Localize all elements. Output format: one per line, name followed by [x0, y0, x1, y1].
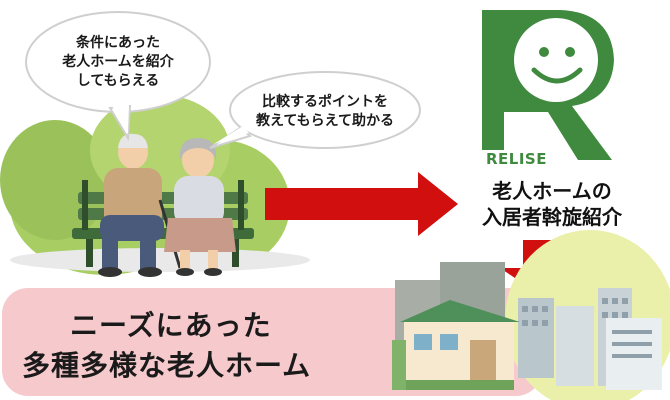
speech-bubble-right: [209, 71, 421, 149]
service-caption-line: 入居者斡旋紹介: [482, 205, 622, 229]
service-caption-line: 老人ホームの: [492, 179, 612, 203]
elderly-woman-illustration: [164, 138, 236, 276]
bubble-left-line: してもらえる: [76, 73, 160, 89]
bubble-right-line: 教えてもらえて助かる: [256, 113, 394, 129]
bubble-left-text: 条件にあった 老人ホームを紹介 してもらえる: [38, 34, 198, 91]
arrow-right: [265, 172, 458, 236]
bubble-left-line: 老人ホームを紹介: [62, 54, 174, 70]
bubble-right-line: 比較するポイントを: [262, 94, 388, 110]
relise-logo: [482, 10, 614, 160]
city-buildings: [392, 230, 670, 400]
bubble-left-line: 条件にあった: [76, 35, 160, 51]
speech-bubble-left: [25, 11, 211, 142]
service-caption: 老人ホームの 入居者斡旋紹介: [462, 178, 642, 230]
result-caption-line-2: 多種多様な老人ホーム: [22, 349, 312, 382]
result-caption-line-1: ニーズにあった: [70, 309, 272, 342]
elderly-man-illustration: [98, 133, 182, 277]
brand-name: RELISE: [486, 150, 547, 168]
bubble-right-text: 比較するポイントを 教えてもらえて助かる: [240, 93, 410, 131]
